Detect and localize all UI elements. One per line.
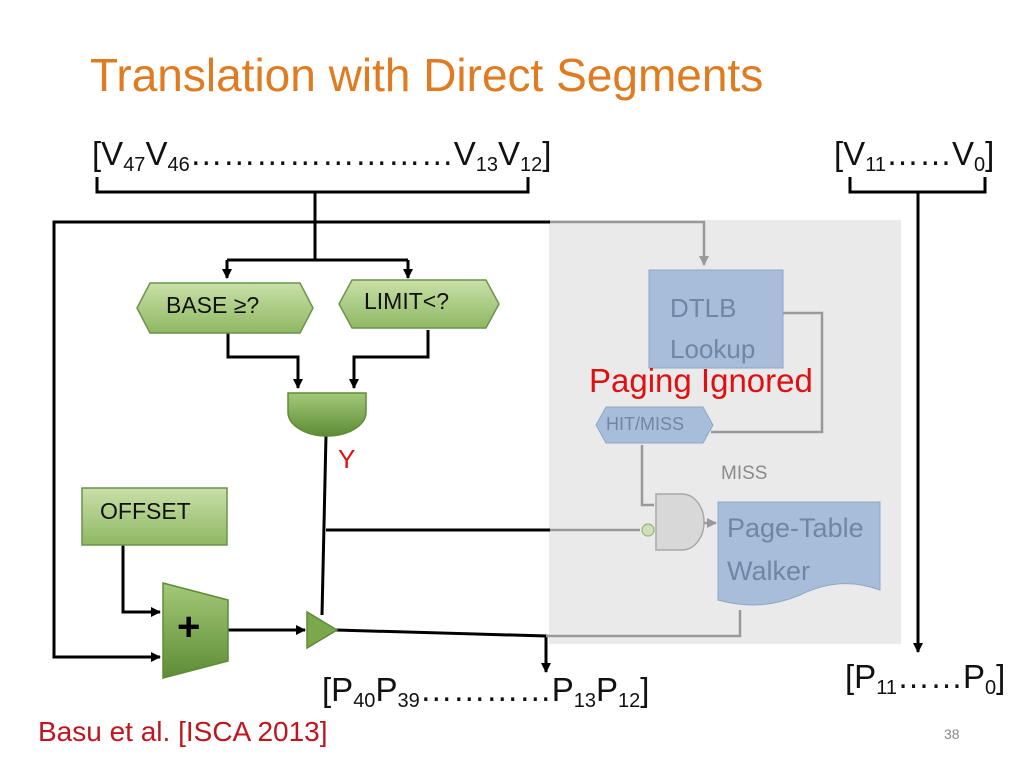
offset-label: OFFSET: [100, 498, 191, 524]
hit-miss-label: HIT/MISS: [606, 414, 685, 434]
page-table-label: Page-Table: [727, 513, 864, 543]
limit-comparator: [338, 279, 500, 329]
dtlb-block: [648, 269, 784, 369]
page-number: 38: [944, 726, 960, 742]
physical-address-high: [P40P39…………P13P12]: [322, 671, 650, 712]
adder-plus-icon: +: [177, 605, 201, 649]
page-table-walker-block: [717, 501, 881, 606]
brace-virtual-high: [95, 177, 530, 205]
limit-label: LIMIT<?: [364, 288, 450, 314]
base-comparator: [136, 282, 314, 334]
and-gate: [287, 392, 367, 437]
hit-miss-hexagon: [595, 406, 714, 444]
offset-block: [81, 487, 228, 546]
slide-title: Translation with Direct Segments: [90, 49, 764, 101]
miss-label: MISS: [721, 463, 768, 484]
virtual-address-low: [V11……V0]: [834, 135, 995, 176]
physical-address-low: [P11……P0]: [845, 658, 1006, 699]
paging-ignored-annotation: Paging Ignored: [589, 362, 813, 399]
dtlb-label: DTLB: [670, 293, 737, 323]
paging-and-gate: [655, 493, 705, 551]
virtual-address-high: [V47V46……………………V13V12]: [92, 135, 552, 176]
lookup-label: Lookup: [670, 334, 756, 364]
inverter-bubble: [641, 523, 655, 537]
walker-label: Walker: [727, 556, 811, 586]
y-label: Y: [338, 444, 356, 474]
base-label: BASE ≥?: [166, 292, 260, 318]
citation-footer: Basu et al. [ISCA 2013]: [38, 716, 328, 747]
adder-block: [162, 582, 229, 679]
mux-triangle: [306, 610, 339, 650]
